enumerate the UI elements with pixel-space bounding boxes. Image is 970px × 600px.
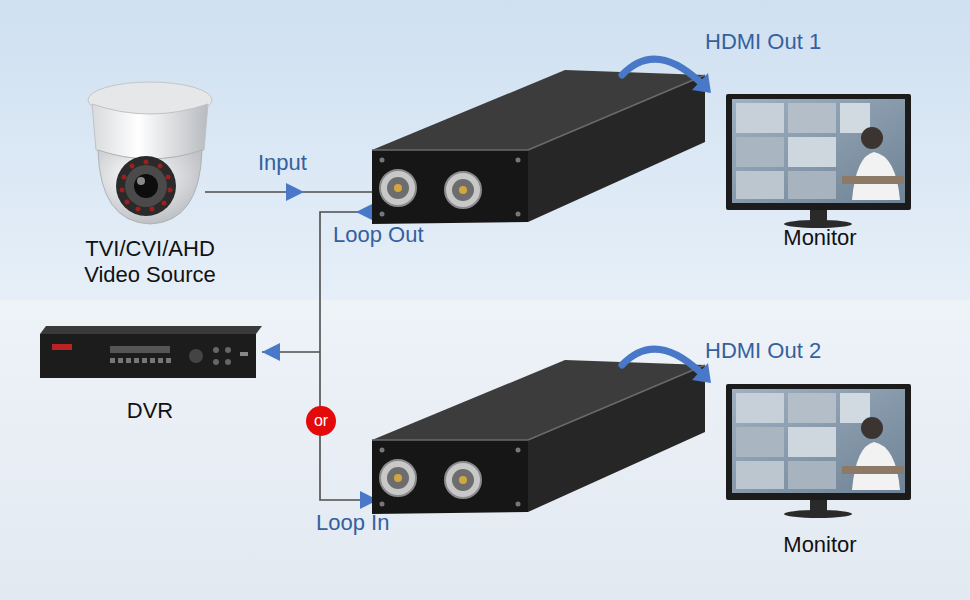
monitor-node: Monitor xyxy=(720,380,920,558)
hdmi-arrow xyxy=(622,59,711,93)
dome-camera xyxy=(166,175,171,180)
dvr-recorder xyxy=(40,334,256,378)
flow-arrowheads xyxy=(262,343,280,361)
dvr-recorder xyxy=(213,347,219,353)
diagram-illustration xyxy=(372,360,705,514)
device-label: Monitor xyxy=(725,532,915,558)
dome-camera xyxy=(137,177,145,185)
dvr-node: DVR xyxy=(35,320,265,424)
dome-camera xyxy=(122,175,127,180)
dome-camera xyxy=(120,188,125,193)
dome-camera xyxy=(92,104,208,159)
dome-camera xyxy=(134,174,158,198)
dvr-recorder xyxy=(118,358,123,363)
dvr-recorder xyxy=(225,359,231,365)
dome-camera xyxy=(120,160,173,212)
dvr-recorder xyxy=(213,359,219,365)
dome-camera xyxy=(136,207,141,212)
device-label: TVI/CVI/AHD Video Source xyxy=(65,236,235,288)
flow-arrowheads xyxy=(286,183,304,201)
output-label: HDMI Out 2 xyxy=(705,338,821,364)
choice-badge: or xyxy=(306,406,336,436)
dvr-recorder xyxy=(240,352,248,356)
dome-camera xyxy=(158,164,163,169)
port-label: Input xyxy=(258,150,307,176)
diagram-illustration xyxy=(726,94,911,228)
dvr-recorder xyxy=(40,326,262,334)
diagram-illustration xyxy=(726,384,911,518)
monitor-node: Monitor xyxy=(720,88,920,251)
dvr-recorder xyxy=(134,358,139,363)
dvr-recorder xyxy=(110,358,115,363)
dvr-recorder xyxy=(110,358,171,363)
hdmi-arrow xyxy=(622,349,700,372)
dome-camera xyxy=(116,156,176,216)
flow-arrowheads xyxy=(356,203,374,221)
port-label: Loop In xyxy=(316,510,389,536)
hdmi-arrow xyxy=(692,363,711,383)
dvr-recorder xyxy=(126,358,131,363)
dvr-recorder xyxy=(52,344,72,350)
hdmi-arrow xyxy=(622,349,711,383)
background-top xyxy=(0,0,970,300)
dome-camera xyxy=(168,188,173,193)
hdmi-arrow xyxy=(622,59,700,82)
device-label: Monitor xyxy=(725,225,915,251)
device-label: DVR xyxy=(40,398,260,424)
dvr-recorder xyxy=(189,349,203,363)
dvr-recorder xyxy=(150,358,155,363)
dome-camera xyxy=(88,82,212,224)
dome-camera xyxy=(98,150,202,224)
dome-camera xyxy=(162,201,167,206)
background-bottom xyxy=(0,300,970,600)
dome-camera xyxy=(130,164,135,169)
hdmi-arrow xyxy=(692,73,711,93)
dome-camera xyxy=(125,200,130,205)
camera-node: TVI/CVI/AHD Video Source xyxy=(55,70,245,288)
dome-camera xyxy=(144,160,149,165)
dvr-recorder xyxy=(225,347,231,353)
dvr-recorder xyxy=(40,326,262,378)
dvr-recorder xyxy=(166,358,171,363)
signal-wires xyxy=(320,212,380,500)
dome-camera xyxy=(150,207,155,212)
dvr-recorder xyxy=(142,358,147,363)
dvr-recorder xyxy=(110,346,170,353)
diagram-illustration xyxy=(372,70,705,224)
output-label: HDMI Out 1 xyxy=(705,29,821,55)
dome-camera xyxy=(125,165,167,207)
dvr-recorder xyxy=(158,358,163,363)
port-label: Loop Out xyxy=(333,222,424,248)
